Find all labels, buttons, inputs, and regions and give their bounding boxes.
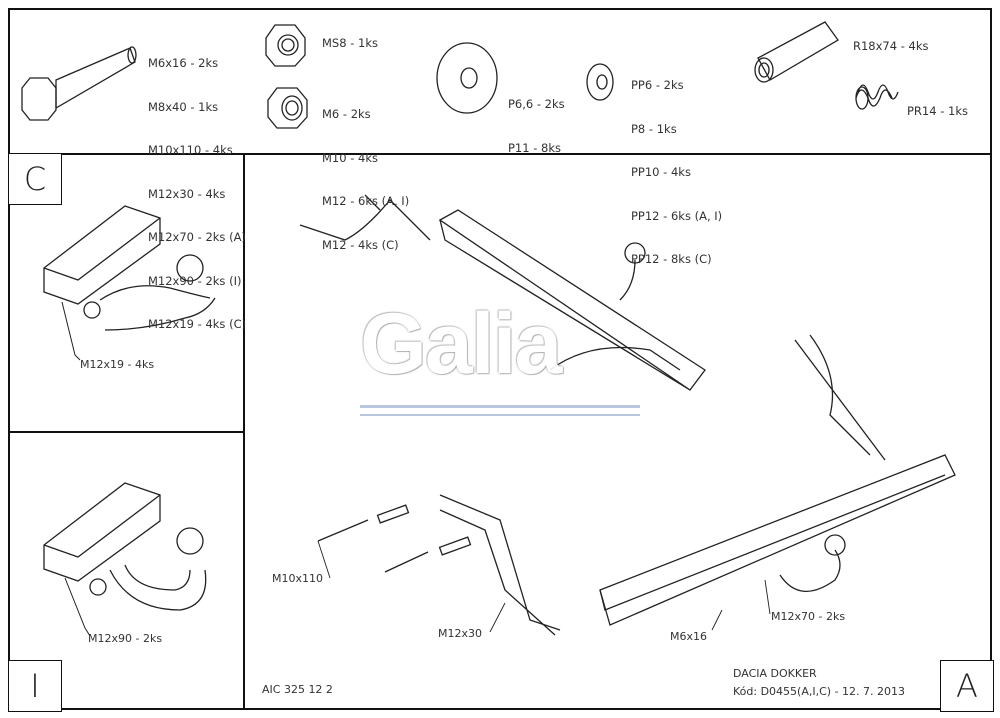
part-label: M12 - 4ks (C) [322,237,399,252]
nuts-list: M6 - 2ks M10 - 4ks M12 - 6ks (A, I) M12 … [322,78,409,267]
part-label: PP6 - 2ks [631,78,684,92]
vehicle-name: DACIA DOKKER [733,667,817,680]
logo-underline-2 [360,414,640,416]
part-label: PP10 - 4ks [631,165,691,179]
callout-m10x110: M10x110 [272,572,323,585]
spacer-tube-icon [754,21,839,83]
left-panels-divider [8,431,244,433]
callout-m6x16: M6x16 [670,630,707,643]
bolt-icon [21,46,137,121]
callout-m12x70: M12x70 - 2ks [771,610,846,623]
vehicle-beam-drawing [299,194,956,636]
panel-letter-a: A [940,660,994,712]
spring-washer-label: PR14 - 1ks [907,104,968,118]
large-washer-icon [436,42,498,114]
part-label: M6x16 - 2ks [148,56,219,70]
drawing-frame [8,8,992,710]
washer-icon [586,63,614,101]
large-washers-list: P6,6 - 2ks P11 - 8ks [508,68,565,170]
callout-m12x19: M12x19 - 4ks [80,358,155,371]
part-label: P6,6 - 2ks [508,97,565,111]
nut-icon [267,87,308,129]
panel-letter-i: I [8,660,62,712]
self-locking-nut-icon [265,24,306,67]
part-label: M10x110 - 4ks [148,143,233,157]
galia-logo-watermark: Galia [360,296,562,392]
parts-divider [8,153,992,155]
part-label: M12x70 - 2ks (A) [148,230,246,244]
product-code: Kód: D0455(A,I,C) - 12. 7. 2013 [733,685,906,698]
part-label: PP12 - 6ks (A, I) [631,208,723,223]
logo-underline [360,405,640,408]
part-label: P11 - 8ks [508,140,561,155]
part-label: M12 - 6ks (A, I) [322,194,410,208]
washers-list: PP6 - 2ks P8 - 1ks PP10 - 4ks PP12 - 6ks… [631,49,722,281]
self-locking-nut-label: MS8 - 1ks [322,36,378,50]
part-label: M12x90 - 2ks (I) [148,273,242,288]
part-label: P8 - 1ks [631,121,677,136]
callout-m12x30: M12x30 [438,627,482,640]
bolts-list: M6x16 - 2ks M8x40 - 1ks M10x110 - 4ks M1… [148,27,246,346]
drawing-number: AIC 325 12 2 [262,683,333,696]
part-label: M12x19 - 4ks (C) [148,317,247,331]
part-label: M8x40 - 1ks [148,99,219,114]
part-label: M10 - 4ks [322,150,378,165]
spacer-tube-label: R18x74 - 4ks [853,39,929,53]
spring-icon [855,84,899,110]
panel-letter-c: C [8,153,62,205]
part-label: M6 - 2ks [322,107,371,121]
part-label: M12x30 - 4ks [148,186,226,201]
left-column-divider [243,153,245,710]
callout-m12x90: M12x90 - 2ks [88,632,163,645]
part-label: PP12 - 8ks (C) [631,252,712,266]
tow-ball-i-drawing [43,482,207,611]
tow-ball-c-drawing [43,205,216,331]
